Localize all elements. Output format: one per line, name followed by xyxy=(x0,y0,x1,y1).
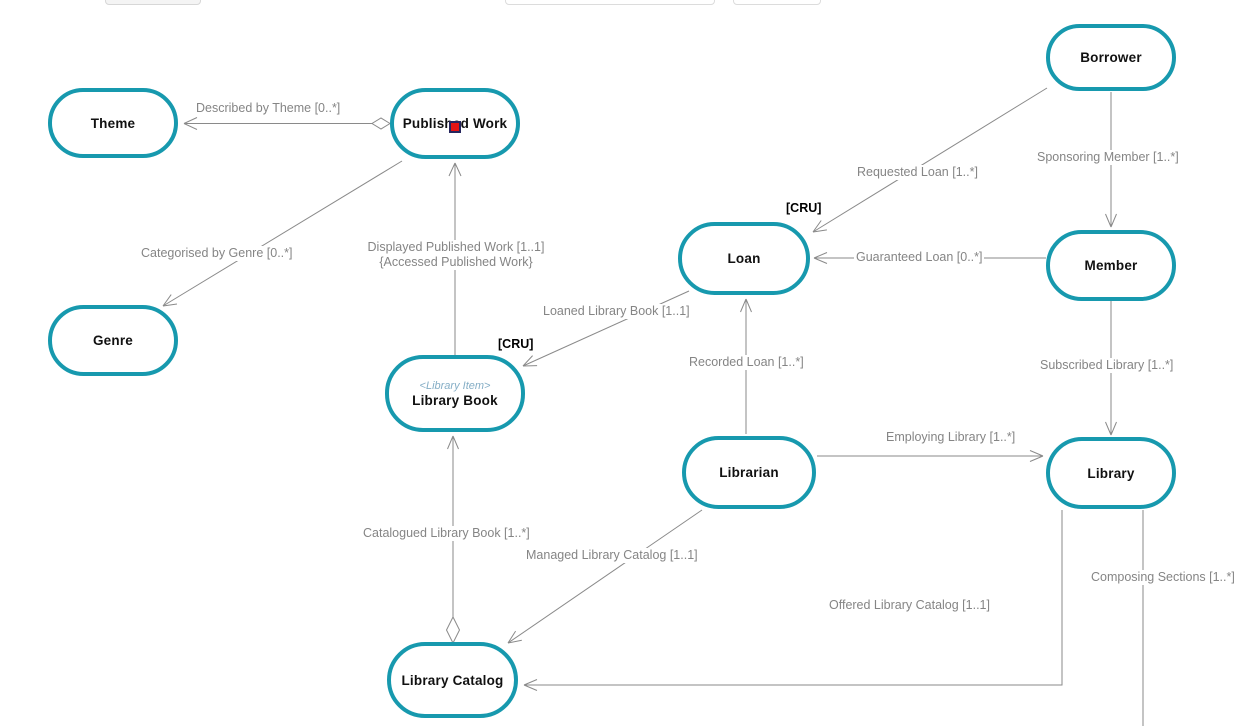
annotation-cru-library-book: [CRU] xyxy=(496,337,536,352)
node-librarian-label: Librarian xyxy=(719,465,779,480)
node-loan-label: Loan xyxy=(727,251,761,266)
edge-label-managed-library-catalog[interactable]: Managed Library Catalog [1..1] xyxy=(524,548,700,563)
edge-employing-library xyxy=(817,450,1044,462)
edge-label-catalogued-library-book[interactable]: Catalogued Library Book [1..*] xyxy=(361,526,532,541)
edge-label-sponsoring-member[interactable]: Sponsoring Member [1..*] xyxy=(1035,150,1181,165)
annotation-cru-loan: [CRU] xyxy=(784,201,824,216)
edge-label-composing-sections[interactable]: Composing Sections [1..*] xyxy=(1089,570,1237,585)
edge-label-categorised-by-genre[interactable]: Categorised by Genre [0..*] xyxy=(139,246,295,261)
node-genre[interactable]: Genre xyxy=(48,305,178,376)
edge-categorised-by-genre xyxy=(162,160,403,307)
edge-label-displayed-published-work[interactable]: Displayed Published Work [1..1] {Accesse… xyxy=(356,240,556,270)
node-theme-label: Theme xyxy=(90,115,136,131)
red-cursor-marker xyxy=(449,121,461,133)
node-library-book[interactable]: <Library Item> Library Book xyxy=(385,355,525,432)
edge-offered-library-catalog xyxy=(523,510,1063,691)
node-library-book-stereotype: <Library Item> xyxy=(419,379,491,392)
node-borrower-label: Borrower xyxy=(1080,50,1142,65)
node-theme[interactable]: Theme xyxy=(48,88,178,158)
edge-label-requested-loan[interactable]: Requested Loan [1..*] xyxy=(855,165,980,180)
node-published-work[interactable]: Published Work xyxy=(390,88,520,159)
toolbar-fragment-left[interactable] xyxy=(105,0,201,5)
edge-described-by-theme xyxy=(183,117,391,130)
node-member[interactable]: Member xyxy=(1046,230,1176,301)
edge-label-recorded-loan[interactable]: Recorded Loan [1..*] xyxy=(687,355,806,370)
edge-label-subscribed-library[interactable]: Subscribed Library [1..*] xyxy=(1038,358,1176,373)
node-library-catalog[interactable]: Library Catalog xyxy=(387,642,518,718)
edge-label-offered-library-catalog[interactable]: Offered Library Catalog [1..1] xyxy=(827,598,992,613)
edge-label-guaranteed-loan[interactable]: Guaranteed Loan [0..*] xyxy=(854,250,985,265)
toolbar-fragment-right[interactable] xyxy=(733,0,821,5)
edge-managed-library-catalog xyxy=(507,509,703,644)
node-genre-label: Genre xyxy=(92,333,134,348)
edge-label-loaned-library-book[interactable]: Loaned Library Book [1..1] xyxy=(541,304,692,319)
node-library[interactable]: Library xyxy=(1046,437,1176,509)
node-borrower[interactable]: Borrower xyxy=(1046,24,1176,91)
node-member-label: Member xyxy=(1084,258,1138,273)
node-librarian[interactable]: Librarian xyxy=(682,436,816,509)
node-loan[interactable]: Loan xyxy=(678,222,810,295)
node-library-catalog-label: Library Catalog xyxy=(401,672,504,688)
edge-label-employing-library[interactable]: Employing Library [1..*] xyxy=(884,430,1018,445)
edge-label-line2: {Accessed Published Work} xyxy=(379,255,533,269)
node-library-label: Library xyxy=(1087,465,1135,481)
edge-label-line1: Displayed Published Work [1..1] xyxy=(367,240,545,254)
edge-loaned-library-book xyxy=(522,290,690,367)
edge-requested-loan xyxy=(812,87,1048,233)
toolbar-fragment-middle[interactable] xyxy=(505,0,715,5)
edge-label-described-by-theme[interactable]: Described by Theme [0..*] xyxy=(194,101,343,116)
node-library-book-label: Library Book xyxy=(412,392,498,408)
